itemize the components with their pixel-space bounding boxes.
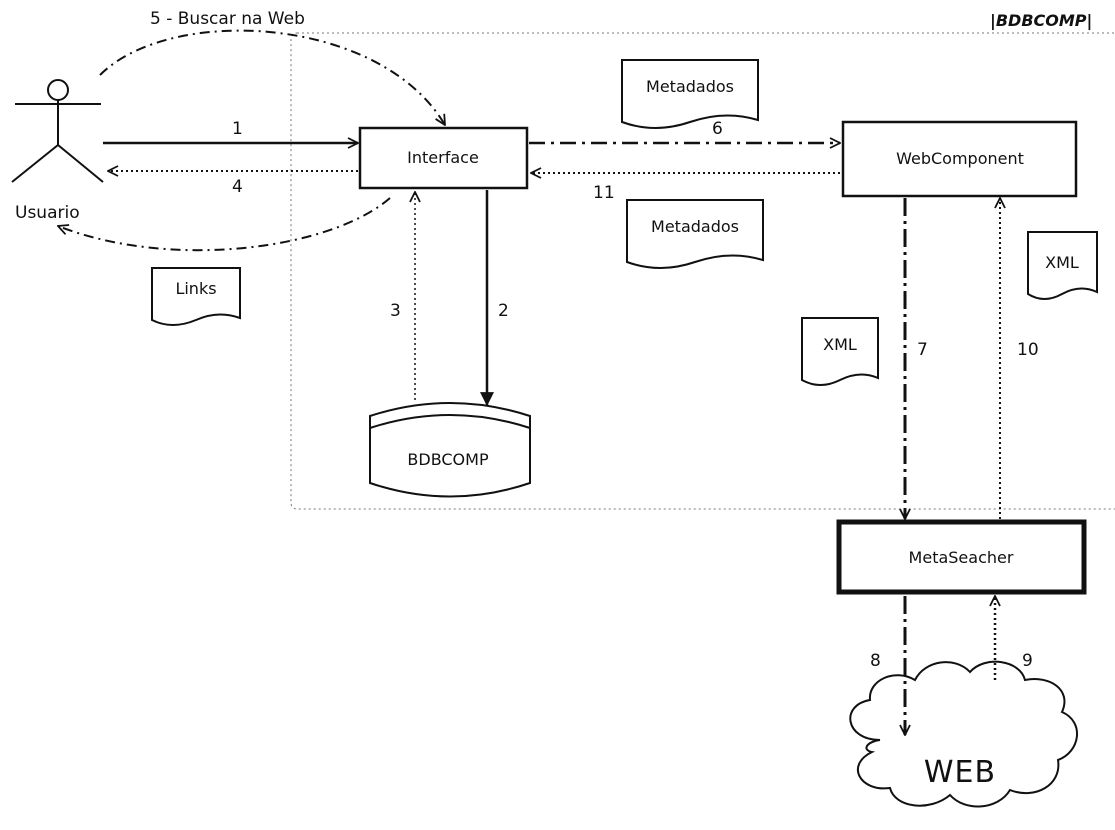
- metaseacher-label: MetaSeacher: [909, 548, 1014, 567]
- system-boundary-label: |BDBCOMP|: [990, 11, 1092, 31]
- actor-usuario: [11, 79, 104, 183]
- web-label: WEB: [924, 755, 996, 790]
- document-xml-left: XML: [801, 317, 879, 386]
- document-links: Links: [151, 267, 241, 326]
- step-label-4: 4: [232, 177, 243, 197]
- step-label-5: 5 - Buscar na Web: [150, 9, 305, 29]
- document-metadados-bottom: Metadados: [626, 199, 764, 269]
- bdbcomp-database[interactable]: [369, 402, 531, 498]
- step-label-6: 6: [712, 119, 723, 139]
- arrow-step-5: [99, 29, 445, 125]
- webcomponent-label: WebComponent: [896, 149, 1024, 168]
- svg-text:XML: XML: [1045, 253, 1079, 272]
- step-label-7: 7: [917, 340, 928, 360]
- metaseacher-box[interactable]: [836, 519, 1087, 595]
- step-label-10: 10: [1017, 340, 1039, 360]
- svg-text:Metadados: Metadados: [646, 77, 734, 96]
- step-label-11: 11: [593, 183, 615, 203]
- webcomponent-box[interactable]: [841, 120, 1078, 198]
- arrow-links-return: [58, 197, 391, 252]
- svg-text:XML: XML: [823, 335, 857, 354]
- step-label-3: 3: [390, 301, 401, 321]
- step-label-2: 2: [498, 301, 509, 321]
- svg-text:Metadados: Metadados: [651, 217, 739, 236]
- interface-label: Interface: [407, 148, 479, 167]
- svg-text:Links: Links: [175, 279, 216, 298]
- document-xml-right: XML: [1027, 231, 1098, 300]
- interface-box[interactable]: [358, 126, 529, 190]
- database-label: BDBCOMP: [407, 450, 489, 469]
- step-label-8: 8: [870, 651, 881, 671]
- actor-label: Usuario: [15, 203, 80, 223]
- step-label-1: 1: [232, 119, 243, 139]
- document-metadados-top: Metadados: [621, 59, 759, 129]
- web-cloud[interactable]: [849, 660, 1079, 808]
- step-label-9: 9: [1022, 651, 1033, 671]
